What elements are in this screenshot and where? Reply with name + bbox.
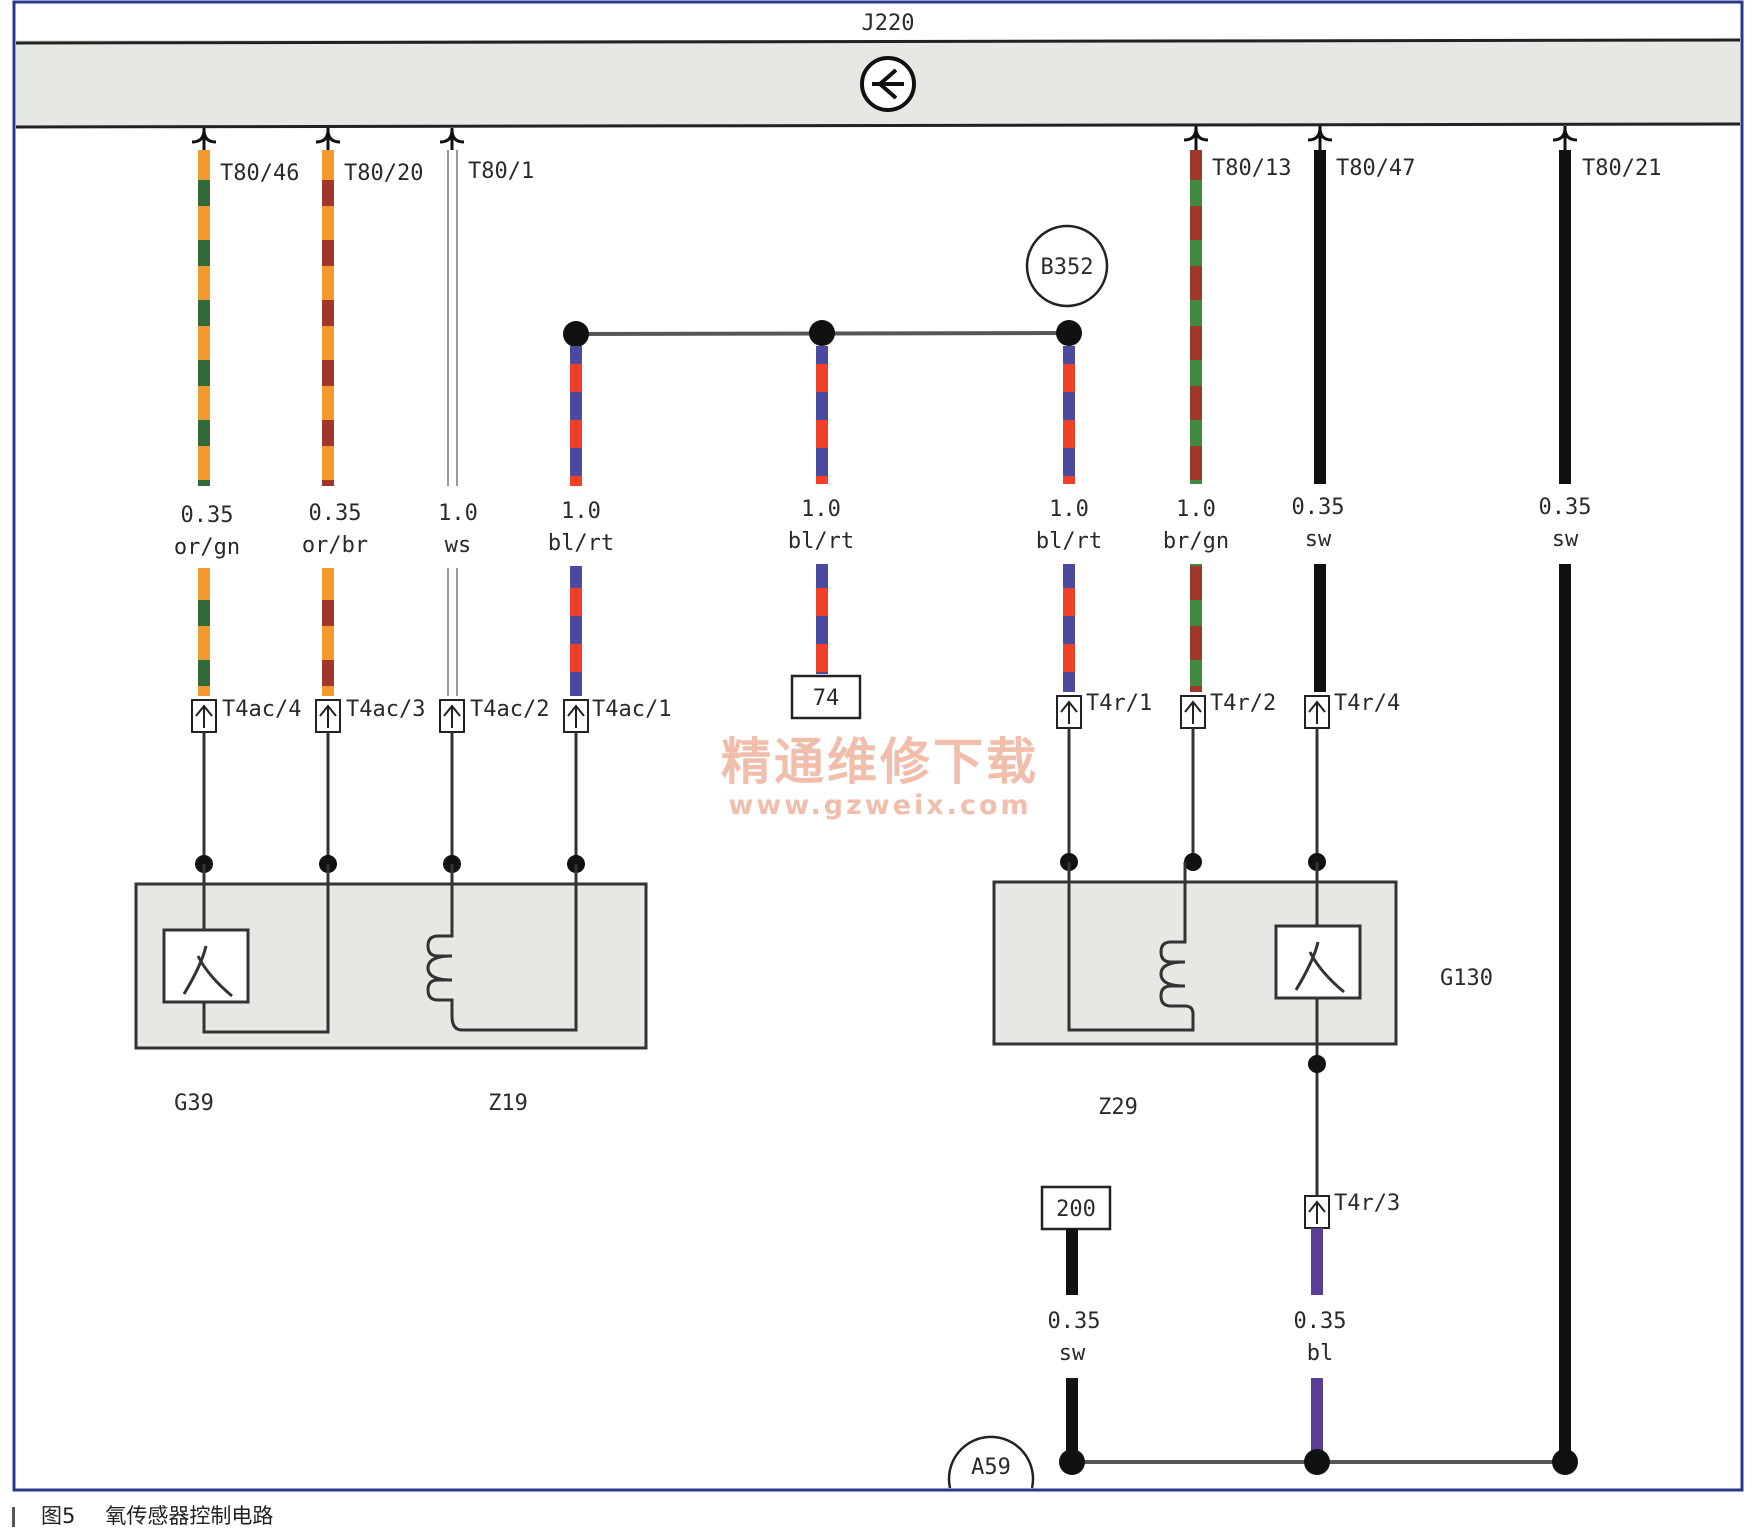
pin-label: T80/47 (1336, 156, 1415, 181)
wire-or-br-upper (322, 150, 334, 486)
wire-color-label: sw (1305, 527, 1332, 552)
wire-sw-ground-lower (1559, 564, 1571, 1470)
wire-color-label: or/br (302, 533, 368, 558)
connector-pin-label: T4ac/1 (592, 697, 671, 722)
splice-node (1056, 320, 1082, 346)
ecu-label: J220 (862, 11, 915, 36)
splice-a59-badge (947, 1435, 1035, 1489)
wire-gauge-label: 0.35 (1292, 495, 1345, 520)
splice-node (809, 320, 835, 346)
wire-gauge-label: 0.35 (1539, 495, 1592, 520)
connector-pin-label: T4ac/2 (470, 697, 549, 722)
wire-ws-lower (447, 568, 458, 696)
figure-caption: 图5 氧传感器控制电路 (12, 1500, 273, 1530)
component-label-z29: Z29 (1098, 1095, 1138, 1120)
wire-color-label: bl/rt (548, 531, 614, 556)
ground-ref-74-box (790, 674, 862, 720)
wire-bl-rt-lower (816, 564, 828, 674)
wire-bl-rt-upper (1063, 346, 1075, 484)
wire-color-label: bl (1307, 1341, 1334, 1366)
wire-bl-bottom (1311, 1378, 1323, 1460)
wire-ws-upper (447, 150, 458, 486)
component-label-g39: G39 (174, 1091, 214, 1116)
component-label-z19: Z19 (488, 1091, 528, 1116)
wire-gauge-label: 0.35 (1048, 1309, 1101, 1334)
pin-label: T80/21 (1582, 156, 1661, 181)
lambda-sensor-icon (162, 928, 250, 1004)
pin-label: T80/20 (344, 161, 423, 186)
ecu-pin-sockets (191, 126, 1578, 150)
pin-label: T80/13 (1212, 156, 1291, 181)
wire-gauge-label: 0.35 (181, 503, 234, 528)
wire-br-gn-upper (1190, 150, 1202, 484)
splice-node (563, 321, 589, 347)
figure-number: 图5 (41, 1504, 76, 1528)
wire-color-label: ws (445, 533, 472, 558)
wire-bl-rt-lower (570, 566, 582, 696)
connector-pin-label: T4ac/3 (346, 697, 425, 722)
ecu-ground-symbol-icon (860, 56, 916, 112)
wire-sw-ground-lower (1066, 1229, 1078, 1295)
wire-gauge-label: 0.35 (1294, 1309, 1347, 1334)
figure-title: 氧传感器控制电路 (105, 1504, 274, 1528)
wire-bl-rt-lower (1063, 564, 1075, 692)
wire-sw-upper (1314, 150, 1326, 484)
wire-color-label: bl/rt (788, 529, 854, 554)
splice-b352-label: B352 (1041, 255, 1094, 280)
component-label-g130: G130 (1440, 966, 1493, 991)
connector-pin-label: T4r/1 (1086, 691, 1152, 716)
caption-bar (12, 1507, 15, 1527)
wire-gauge-label: 1.0 (561, 499, 601, 524)
heater-coil-icon (1067, 862, 1195, 1032)
lambda-sensor-icon (1274, 924, 1362, 1000)
wire-color-label: or/gn (174, 535, 240, 560)
connector-arrow-icon (195, 700, 1326, 1224)
ground-ref-74-label: 74 (813, 686, 840, 711)
wire-br-gn-lower (1190, 564, 1202, 692)
wire-gauge-label: 1.0 (801, 497, 841, 522)
heater-coil-icon (426, 864, 578, 1032)
wire-or-br-lower (322, 568, 334, 696)
pin-label: T80/46 (220, 161, 299, 186)
wire-color-label: bl/rt (1036, 529, 1102, 554)
wire-color-label: sw (1059, 1341, 1086, 1366)
ground-ref-200-label: 200 (1056, 1197, 1096, 1222)
wire-bl-lower (1311, 1228, 1323, 1295)
wire-gauge-label: 1.0 (1049, 497, 1089, 522)
splice-a59-label: A59 (971, 1455, 1011, 1480)
connector-pin-label: T4ac/4 (222, 697, 301, 722)
connector-pin-label: T4r/3 (1334, 1191, 1400, 1216)
wire-or-gn-upper (198, 150, 210, 486)
wire-color-label: br/gn (1163, 529, 1229, 554)
pin-label: T80/1 (468, 159, 534, 184)
diagram-frame (12, 0, 1744, 1492)
wire-sw-ground-upper (1559, 150, 1571, 484)
wire-gauge-label: 1.0 (438, 501, 478, 526)
wire-gauge-label: 1.0 (1176, 497, 1216, 522)
connector-pin-label: T4r/2 (1210, 691, 1276, 716)
connector-pin-label: T4r/4 (1334, 691, 1400, 716)
wire-sw-ground-bottom (1066, 1378, 1078, 1460)
ground-ref-200-box (1040, 1185, 1112, 1231)
splice-b352-badge (1025, 224, 1109, 308)
wire-bl-rt-upper (570, 346, 582, 486)
wire-color-label: sw (1552, 527, 1579, 552)
wire-gauge-label: 0.35 (309, 501, 362, 526)
wire-bl-rt-upper (816, 346, 828, 484)
sensor-leads (202, 728, 1319, 864)
wire-or-gn-lower (198, 568, 210, 696)
wire-sw-lower (1314, 564, 1326, 692)
